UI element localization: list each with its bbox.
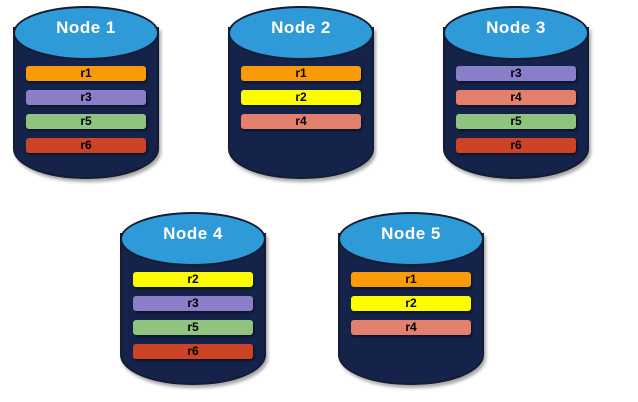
- replica-list: r3 r4 r5 r6: [443, 66, 589, 153]
- replica-bar[interactable]: r4: [456, 90, 576, 105]
- replica-bar[interactable]: r5: [133, 320, 253, 335]
- replica-list: r1 r2 r4: [228, 66, 374, 129]
- replica-bar[interactable]: r1: [351, 272, 471, 287]
- replica-bar[interactable]: r5: [456, 114, 576, 129]
- replica-bar[interactable]: r5: [26, 114, 146, 129]
- replica-bar[interactable]: r4: [241, 114, 361, 129]
- replica-bar[interactable]: r2: [241, 90, 361, 105]
- replica-list: r1 r2 r4: [338, 272, 484, 335]
- replica-list: r1 r3 r5 r6: [13, 66, 159, 153]
- replica-bar[interactable]: r1: [241, 66, 361, 81]
- replica-bar[interactable]: r3: [133, 296, 253, 311]
- replica-bar[interactable]: r3: [456, 66, 576, 81]
- replica-bar[interactable]: r6: [26, 138, 146, 153]
- replica-bar[interactable]: r6: [133, 344, 253, 359]
- replica-bar[interactable]: r2: [351, 296, 471, 311]
- replica-bar[interactable]: r4: [351, 320, 471, 335]
- replica-bar[interactable]: r3: [26, 90, 146, 105]
- replica-list: r2 r3 r5 r6: [120, 272, 266, 359]
- replica-bar[interactable]: r2: [133, 272, 253, 287]
- cylinder-top-ellipse: [13, 6, 159, 60]
- cylinder-top-ellipse: [228, 6, 374, 60]
- cylinder-top-ellipse: [338, 212, 484, 266]
- replica-bar[interactable]: r1: [26, 66, 146, 81]
- replica-bar[interactable]: r6: [456, 138, 576, 153]
- cylinder-top-ellipse: [443, 6, 589, 60]
- cylinder-top-ellipse: [120, 212, 266, 266]
